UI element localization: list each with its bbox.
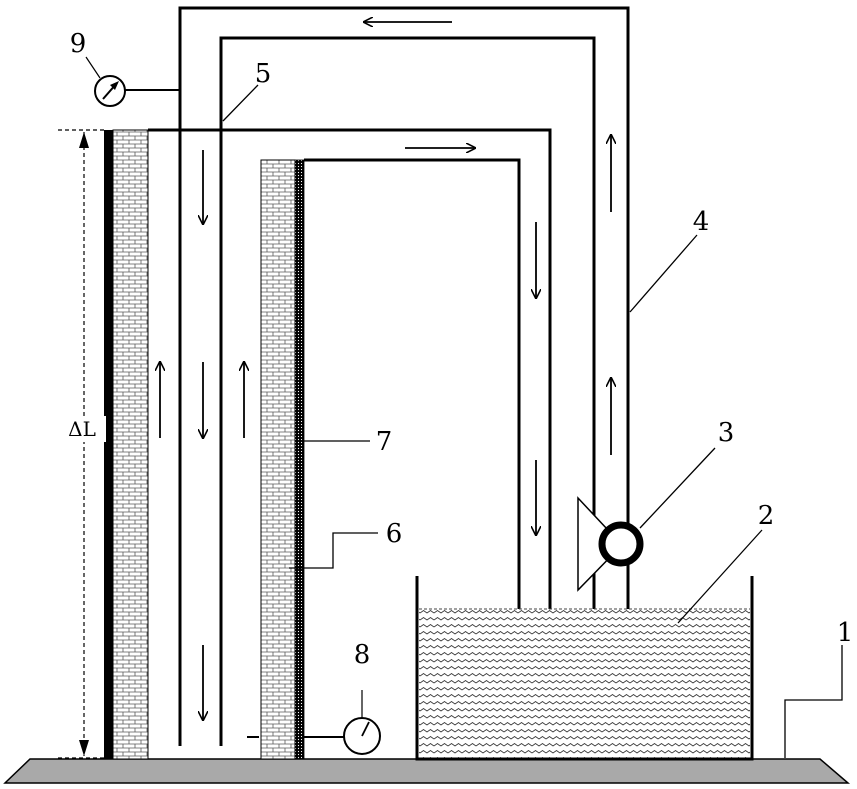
- pump: [578, 498, 640, 590]
- label-3: 3: [718, 418, 735, 448]
- water-tank: [417, 576, 752, 759]
- label-6: 6: [386, 519, 403, 549]
- height-dimension: [58, 130, 106, 758]
- label-9: 9: [70, 29, 87, 59]
- inner-pipe: [148, 130, 550, 680]
- label-4: 4: [693, 207, 710, 237]
- top-gauge: [86, 57, 180, 106]
- middle-wall: [261, 160, 304, 759]
- height-difference-label: ΔL: [68, 417, 96, 441]
- label-1: 1: [837, 618, 854, 648]
- label-8: 8: [354, 640, 371, 670]
- left-wall: [104, 130, 148, 759]
- label-2: 2: [758, 501, 775, 531]
- label-7: 7: [376, 427, 393, 457]
- label-5: 5: [255, 59, 272, 89]
- ground-base: [5, 759, 848, 783]
